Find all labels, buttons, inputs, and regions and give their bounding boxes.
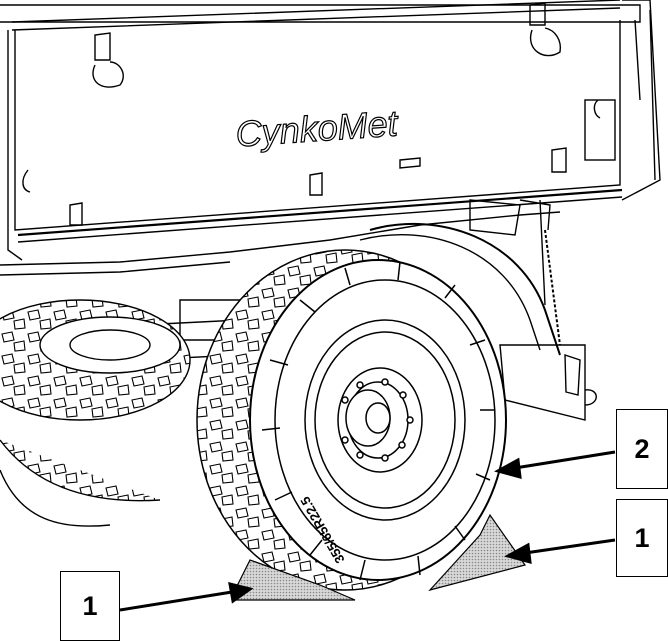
callout-wheel-label: 2 [616,409,668,489]
callout-chock-left-label: 1 [60,571,120,641]
spare-tyre [0,299,191,527]
callout-chock-right-label: 1 [616,499,668,577]
arrow-to-chock-right [504,538,616,565]
arrow-to-chock-left [119,581,254,612]
arrow-to-wheel [494,450,616,480]
chassis [0,199,597,421]
brand-logo: CynkoMet [234,102,401,154]
wheel-chock-right [428,513,526,592]
wheel [196,249,507,591]
trailer-body [0,0,661,261]
